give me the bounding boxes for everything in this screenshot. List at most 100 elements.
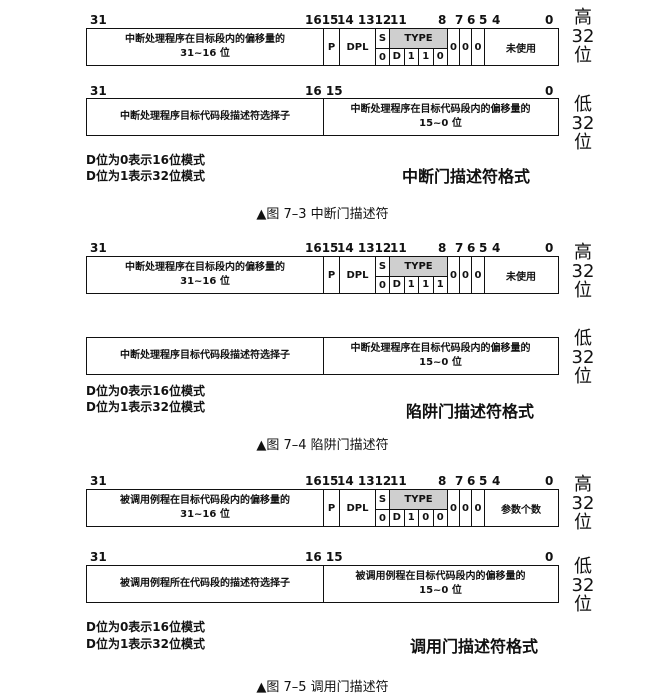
zero-bit-7: 0 bbox=[447, 29, 459, 65]
side-char: 低 bbox=[574, 94, 592, 115]
bit-8: 8 bbox=[438, 13, 447, 27]
selector-label: 被调用例程所在代码段的描述符选择子 bbox=[120, 578, 290, 589]
bit-11: 11 bbox=[390, 241, 407, 255]
bit-16-15: 1615 bbox=[305, 474, 339, 488]
bit-8: 8 bbox=[438, 474, 447, 488]
p-field: P bbox=[323, 29, 339, 65]
reserved-field: 未使用 bbox=[484, 29, 557, 65]
zero-value: 0 bbox=[462, 502, 469, 514]
offset-high-label: 中断处理程序在目标段内的偏移量的 31~16 位 bbox=[125, 34, 285, 59]
bit-16-15: 16 15 bbox=[305, 84, 343, 98]
side-char: 低 bbox=[574, 328, 592, 349]
bit-6: 6 bbox=[467, 241, 476, 255]
low-32-bit-side-label: 低 32 位 bbox=[568, 329, 598, 386]
reserved-label: 未使用 bbox=[506, 271, 536, 283]
bit-7: 7 bbox=[455, 13, 464, 27]
type-bit-0: 0 bbox=[432, 49, 448, 65]
s-value: 0 bbox=[379, 51, 386, 63]
s-label: S bbox=[376, 257, 389, 277]
dpl-field: DPL bbox=[339, 29, 375, 65]
zero-value: 0 bbox=[474, 41, 482, 53]
bit-31: 31 bbox=[90, 13, 107, 27]
low-32-bit-side-label: 低 32 位 bbox=[568, 557, 598, 614]
low-dword-row: 中断处理程序目标代码段描述符选择子 中断处理程序在目标代码段内的偏移量的 15~… bbox=[86, 337, 559, 375]
offset-low-label: 中断处理程序在目标代码段内的偏移量的 15~0 位 bbox=[350, 343, 531, 368]
zero-value: 0 bbox=[450, 269, 457, 281]
bit-7: 7 bbox=[455, 241, 464, 255]
dpl-field: DPL bbox=[339, 257, 375, 293]
selector-label: 中断处理程序目标代码段描述符选择子 bbox=[120, 350, 290, 361]
s-value: 0 bbox=[379, 279, 386, 291]
low-dword-row: 中断处理程序目标代码段描述符选择子 中断处理程序在目标代码段内的偏移量的 15~… bbox=[86, 98, 559, 136]
type-bits: D 1 1 0 bbox=[390, 49, 447, 65]
d-bit-note-0: D位为0表示16位模式 bbox=[86, 384, 206, 398]
dpl-label: DPL bbox=[346, 41, 369, 53]
side-char: 32 bbox=[571, 347, 595, 368]
low-32-bit-side-label: 低 32 位 bbox=[568, 95, 598, 152]
p-field: P bbox=[323, 490, 339, 526]
type-bit-1: 1 bbox=[418, 49, 433, 65]
p-label: P bbox=[327, 502, 336, 514]
format-title: 中断门描述符格式 bbox=[402, 167, 531, 186]
offset-high-field: 中断处理程序在目标段内的偏移量的 31~16 位 bbox=[87, 29, 323, 65]
reserved-label: 未使用 bbox=[506, 43, 536, 55]
figure-caption: ▲图 7–3 中断门描述符 bbox=[256, 207, 389, 222]
format-title: 陷阱门描述符格式 bbox=[406, 402, 535, 421]
zero-bit-6: 0 bbox=[459, 490, 471, 526]
p-field: P bbox=[323, 257, 339, 293]
bit-8: 8 bbox=[438, 241, 447, 255]
bit-7: 7 bbox=[455, 474, 464, 488]
format-title: 调用门描述符格式 bbox=[410, 637, 539, 656]
d-bit-note-1: D位为1表示32位模式 bbox=[86, 400, 206, 414]
dpl-label: DPL bbox=[346, 502, 369, 514]
d-bit-note-0: D位为0表示16位模式 bbox=[86, 153, 206, 167]
zero-value: 0 bbox=[462, 269, 469, 281]
bit-11: 11 bbox=[390, 13, 407, 27]
type-bit-2: 1 bbox=[403, 277, 419, 293]
bit-5: 5 bbox=[479, 13, 488, 27]
high-32-bit-side-label: 高 32 位 bbox=[568, 8, 598, 65]
s-field: S 0 bbox=[375, 257, 389, 293]
offset-low-label: 被调用例程在目标代码段内的偏移量的 15~0 位 bbox=[355, 571, 526, 596]
bit-14-12: 14 1312 bbox=[337, 13, 392, 27]
type-bits: D 1 0 0 bbox=[390, 510, 447, 526]
bit-14-12: 14 1312 bbox=[337, 474, 392, 488]
side-char: 位 bbox=[574, 594, 592, 615]
side-char: 32 bbox=[571, 261, 595, 282]
side-char: 高 bbox=[574, 7, 592, 28]
s-value: 0 bbox=[379, 512, 386, 524]
high-32-bit-side-label: 高 32 位 bbox=[568, 475, 598, 532]
bit-5: 5 bbox=[479, 474, 488, 488]
zero-value: 0 bbox=[474, 502, 482, 514]
offset-low-field: 被调用例程在目标代码段内的偏移量的 15~0 位 bbox=[323, 566, 557, 602]
side-char: 位 bbox=[574, 512, 592, 533]
side-char: 位 bbox=[574, 366, 592, 387]
bit-0: 0 bbox=[545, 13, 554, 27]
reserved-field: 未使用 bbox=[484, 257, 557, 293]
type-bit-d: D bbox=[392, 51, 401, 62]
offset-low-field: 中断处理程序在目标代码段内的偏移量的 15~0 位 bbox=[323, 338, 557, 374]
zero-value: 0 bbox=[462, 41, 469, 53]
bit-31: 31 bbox=[90, 550, 107, 564]
side-char: 低 bbox=[574, 556, 592, 577]
offset-high-label: 中断处理程序在目标段内的偏移量的 31~16 位 bbox=[125, 262, 285, 287]
high-32-bit-side-label: 高 32 位 bbox=[568, 243, 598, 300]
side-char: 位 bbox=[574, 280, 592, 301]
zero-bit-7: 0 bbox=[447, 257, 459, 293]
type-label: TYPE bbox=[390, 29, 447, 49]
bit-0: 0 bbox=[545, 474, 554, 488]
zero-value: 0 bbox=[450, 41, 457, 53]
type-bit-0: 1 bbox=[432, 277, 448, 293]
bit-31: 31 bbox=[90, 241, 107, 255]
d-bit-note-0: D位为0表示16位模式 bbox=[86, 620, 206, 634]
high-dword-row: 中断处理程序在目标段内的偏移量的 31~16 位 P DPL S 0 TYPE … bbox=[86, 256, 559, 294]
zero-bit-6: 0 bbox=[459, 29, 471, 65]
high-dword-row: 被调用例程在目标代码段内的偏移量的 31~16 位 P DPL S 0 TYPE… bbox=[86, 489, 559, 527]
side-char: 高 bbox=[574, 242, 592, 263]
bit-14-12: 14 1312 bbox=[337, 241, 392, 255]
side-char: 32 bbox=[571, 26, 595, 47]
s-label: S bbox=[376, 490, 389, 510]
selector-field: 中断处理程序目标代码段描述符选择子 bbox=[87, 338, 323, 374]
low-dword-row: 被调用例程所在代码段的描述符选择子 被调用例程在目标代码段内的偏移量的 15~0… bbox=[86, 565, 559, 603]
s-field: S 0 bbox=[375, 490, 389, 526]
